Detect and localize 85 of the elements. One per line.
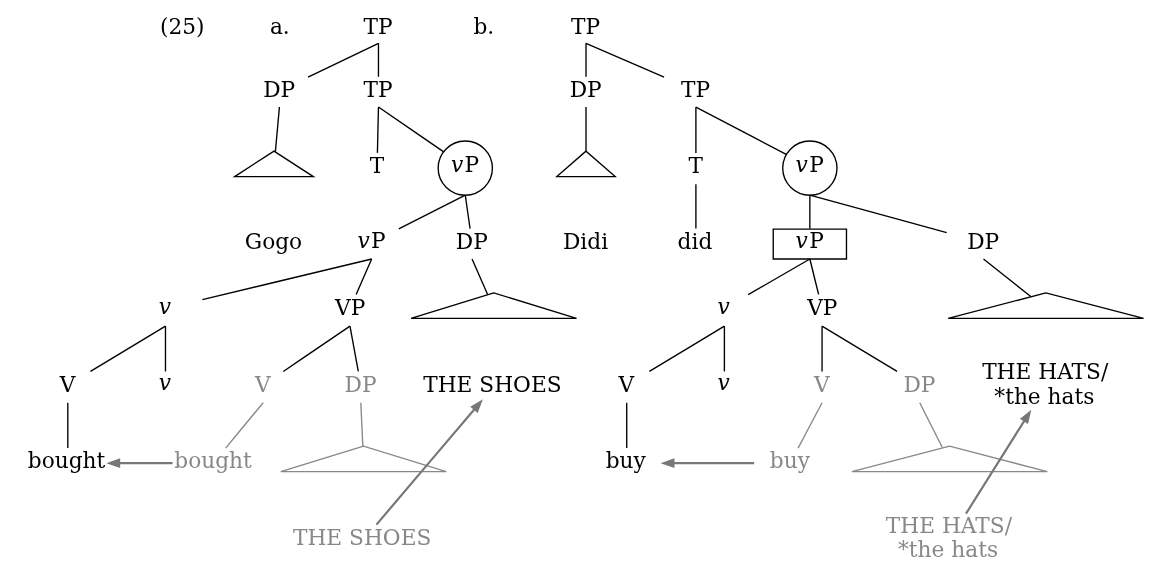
node-text: DP: [263, 77, 296, 103]
node-text: v: [158, 293, 171, 319]
node-text: VP: [335, 295, 366, 320]
node-text: DP: [967, 229, 1000, 255]
node-text: V: [255, 371, 271, 397]
node-text: TP: [680, 77, 711, 103]
node-text: bought: [174, 448, 252, 474]
node-text: VP: [807, 295, 838, 320]
connector: [695, 106, 697, 154]
connector: [585, 106, 587, 152]
node-text: v: [717, 293, 730, 319]
node-text: TP: [571, 13, 601, 39]
connector: [695, 106, 787, 156]
connector: [377, 106, 445, 153]
connector: [723, 325, 726, 373]
node-text: vP: [357, 227, 386, 253]
node-text: v: [158, 370, 171, 396]
node-circle: vP: [782, 140, 838, 196]
arrow: [965, 409, 1032, 515]
node-triangle: [555, 150, 617, 178]
connector: [695, 183, 697, 230]
connector: [274, 106, 281, 153]
node-triangle: [410, 292, 578, 319]
connector: [747, 258, 811, 296]
connector: [797, 402, 823, 449]
connector: [648, 325, 726, 373]
connector: [398, 194, 466, 230]
connector: [585, 42, 665, 78]
connector: [464, 194, 471, 230]
connector: [224, 402, 264, 449]
node-triangle: [947, 292, 1145, 319]
connector: [471, 258, 489, 296]
connector: [809, 258, 820, 296]
connector: [355, 258, 373, 296]
connector: [282, 325, 351, 373]
node-text: THE HATS/ *the hats: [885, 512, 1012, 563]
connector: [349, 325, 359, 373]
arrow: [106, 458, 173, 468]
node-text: T: [688, 153, 703, 179]
connector: [809, 194, 811, 230]
node-text: DP: [344, 371, 377, 397]
node-text: T: [369, 153, 385, 179]
node-text: V: [59, 371, 76, 397]
connector: [919, 402, 944, 449]
node-text: DP: [455, 229, 488, 255]
node-triangle: [280, 445, 447, 473]
node-triangle: [851, 445, 1048, 473]
connector: [376, 106, 380, 154]
node-text: v: [717, 370, 730, 396]
node-text: TP: [363, 13, 393, 39]
node-text: buy: [605, 448, 646, 474]
node-text: Didi: [562, 229, 609, 255]
arrow: [375, 399, 483, 526]
node-text: bought: [27, 448, 106, 474]
node-text: buy: [769, 448, 810, 474]
connector: [307, 42, 380, 78]
node-text: V: [618, 371, 635, 397]
connector: [821, 325, 898, 373]
label: (25): [160, 13, 205, 39]
connector: [626, 402, 628, 449]
connector: [67, 402, 69, 449]
node-triangle: [232, 150, 316, 178]
connector: [585, 42, 587, 78]
arrow: [660, 458, 755, 468]
node-text: DP: [903, 371, 936, 397]
node-text: THE SHOES: [293, 524, 432, 550]
node-text: Gogo: [244, 229, 303, 255]
node-text: TP: [363, 77, 393, 103]
node-text: THE SHOES: [423, 371, 562, 397]
node-text: did: [677, 229, 713, 255]
connector: [809, 194, 948, 234]
connector: [360, 402, 364, 447]
connector: [164, 325, 167, 373]
node-text: DP: [569, 77, 602, 103]
label: b.: [473, 13, 495, 39]
connector: [201, 258, 373, 301]
connector: [89, 325, 167, 373]
node-box: vP: [772, 228, 848, 260]
connector: [377, 42, 380, 78]
node-circle: vP: [437, 140, 494, 196]
connector: [821, 325, 823, 373]
node-text: THE HATS/ *the hats: [982, 359, 1109, 409]
label: a.: [269, 13, 290, 39]
node-text: V: [813, 371, 830, 397]
connector: [982, 258, 1032, 298]
